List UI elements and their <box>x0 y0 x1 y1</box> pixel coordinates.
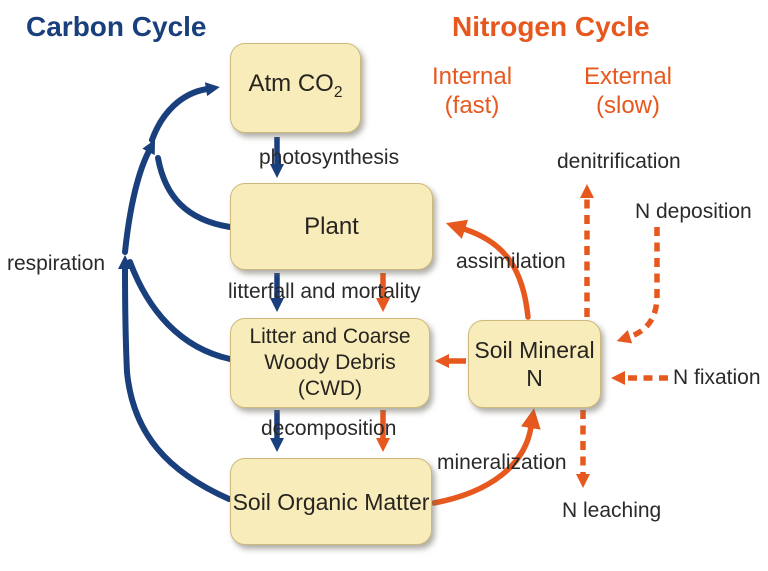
carbon-cycle-title: Carbon Cycle <box>26 11 207 42</box>
external-label: External <box>583 63 673 90</box>
respiration-arrow-to-atm-co2 <box>149 82 220 143</box>
assimilation-arrow <box>445 219 531 320</box>
plant-box: Plant <box>230 183 433 270</box>
n-leaching-label: N leaching <box>562 499 662 522</box>
photosynthesis-label: photosynthesis <box>259 146 400 169</box>
soil-organic-matter-box: Soil Organic Matter <box>230 458 432 545</box>
internal-fast-heading: Internal (fast) <box>424 62 520 120</box>
respiration-arrow-from-cwd <box>127 259 233 362</box>
n-deposition-arrow <box>616 227 660 344</box>
denitrification-label: denitrification <box>557 150 681 173</box>
cwd-label-line1: Litter and Coarse <box>249 325 411 348</box>
mineralization-arrow <box>431 408 541 506</box>
soil-organic-matter-label: Soil Organic Matter <box>232 488 430 515</box>
n-fixation-label: N fixation <box>673 366 761 389</box>
atm-co2-label: Atm CO2 <box>248 69 343 101</box>
decomposition-label: decomposition <box>261 417 397 440</box>
respiration-arrow-from-soil-organic-matter <box>118 254 232 502</box>
litterfall-mortality-label: litterfall and mortality <box>228 280 421 303</box>
respiration-arrow-from-plant <box>155 155 233 230</box>
internal-label: Internal <box>431 63 513 90</box>
cwd-label-line2: Woody Debris <box>264 351 396 374</box>
assimilation-label: assimilation <box>456 250 566 273</box>
cwd-label-line3: (CWD) <box>297 377 363 400</box>
soil-mineral-n-label-line2: N <box>526 365 543 391</box>
respiration-trunk-mid-arrow <box>122 139 156 255</box>
respiration-label: respiration <box>7 252 106 275</box>
external-slow-label: (slow) <box>596 92 660 119</box>
nitrogen-cycle-title: Nitrogen Cycle <box>452 11 650 42</box>
internal-fast-label: (fast) <box>444 92 500 119</box>
external-slow-heading: External (slow) <box>576 62 680 120</box>
plant-label: Plant <box>304 212 359 240</box>
soil-mineral-n-box: Soil Mineral N <box>468 320 601 408</box>
litter-cwd-box: Litter and Coarse Woody Debris (CWD) <box>230 318 430 408</box>
mineralization-label: mineralization <box>437 451 567 474</box>
n-deposition-label: N deposition <box>635 200 752 223</box>
soil-mineral-n-label-line1: Soil Mineral <box>474 337 595 363</box>
atm-co2-box: Atm CO2 <box>230 43 361 133</box>
